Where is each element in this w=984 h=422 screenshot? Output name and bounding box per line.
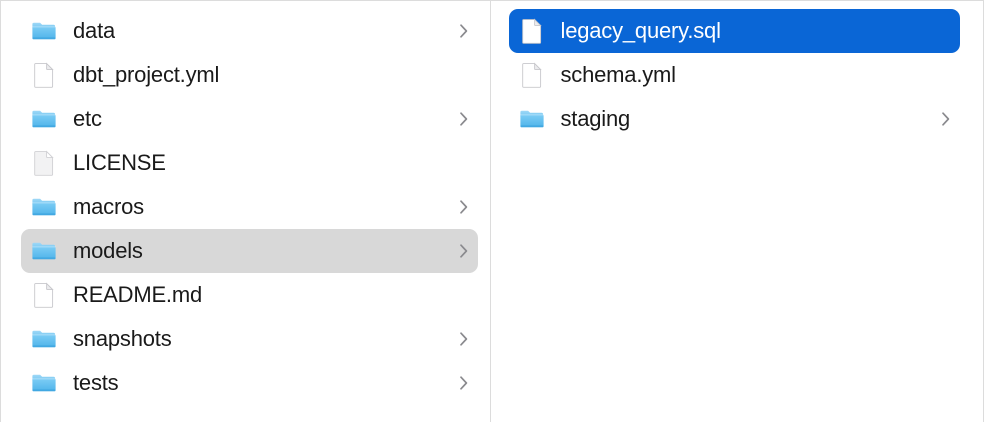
file-row[interactable]: schema.yml [509,53,961,97]
folder-icon [31,194,57,220]
file-row-label: dbt_project.yml [73,62,220,87]
file-row-label: data [73,18,116,43]
file-document-icon [31,62,57,88]
chevron-right-icon[interactable] [458,110,470,128]
folder-icon [31,106,57,132]
file-row[interactable]: data [21,9,478,53]
file-row-label: schema.yml [560,62,676,87]
file-row-label: etc [73,106,102,131]
folder-icon [519,106,545,132]
file-column-parent[interactable]: data dbt_project.yml etc [1,1,491,422]
chevron-right-icon[interactable] [458,22,470,40]
file-row-label: staging [560,106,631,131]
file-row-label: legacy_query.sql [560,18,721,43]
chevron-right-icon[interactable] [458,374,470,392]
file-row[interactable]: README.md [21,273,478,317]
file-row[interactable]: models [21,229,478,273]
file-row-label: snapshots [73,326,172,351]
file-row[interactable]: etc [21,97,478,141]
folder-icon [31,370,57,396]
chevron-right-icon[interactable] [458,242,470,260]
file-row[interactable]: snapshots [21,317,478,361]
folder-icon [31,238,57,264]
file-row-label: models [73,238,143,263]
file-row[interactable]: staging [509,97,961,141]
folder-icon [31,18,57,44]
chevron-right-icon[interactable] [940,110,952,128]
file-row[interactable]: legacy_query.sql [508,9,960,53]
chevron-right-icon[interactable] [458,198,470,216]
file-column-child[interactable]: legacy_query.sql schema.yml stagin [490,1,983,422]
folder-icon [31,326,57,352]
file-row-label: tests [73,370,119,395]
file-generic-icon [31,150,57,176]
chevron-right-icon[interactable] [458,330,470,348]
file-row[interactable]: dbt_project.yml [21,53,478,97]
file-document-icon [519,18,545,44]
file-row[interactable]: tests [21,361,478,405]
file-row[interactable]: LICENSE [21,141,478,185]
file-row-label: LICENSE [73,150,166,175]
file-document-icon [31,282,57,308]
file-row-label: README.md [73,282,202,307]
file-row[interactable]: macros [21,185,478,229]
file-row-label: macros [73,194,144,219]
file-document-icon [519,62,545,88]
